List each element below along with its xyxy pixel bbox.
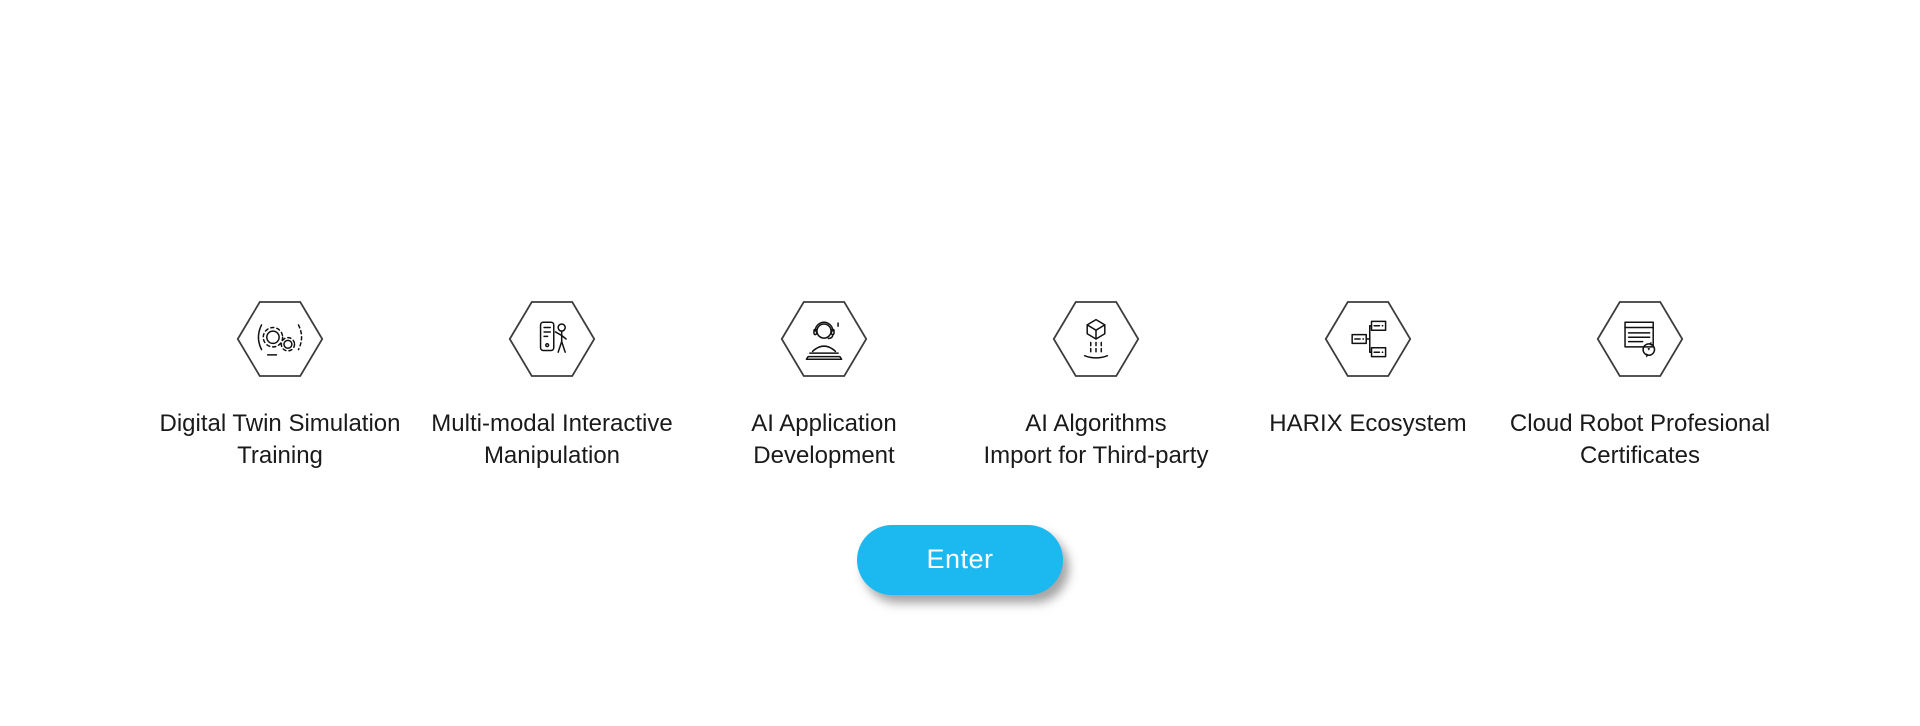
feature-cloud-robot-certificates: Cloud Robot Profesional Certificates bbox=[1504, 300, 1776, 473]
certificates-icon bbox=[1596, 300, 1684, 378]
feature-digital-twin-simulation-training: Digital Twin Simulation Training bbox=[144, 300, 416, 473]
cta-area: Enter bbox=[0, 524, 1920, 595]
harix-ecosystem-icon bbox=[1324, 300, 1412, 378]
digital-twin-icon bbox=[236, 300, 324, 378]
features-row: Digital Twin Simulation Training bbox=[144, 300, 1776, 473]
multimodal-manipulation-icon bbox=[508, 300, 596, 378]
feature-ai-algorithms-import: AI Algorithms Import for Third-party bbox=[960, 300, 1232, 473]
ai-algorithms-icon bbox=[1052, 300, 1140, 378]
feature-label: AI Application Development bbox=[751, 410, 897, 470]
feature-label: Cloud Robot Profesional Certificates bbox=[1509, 410, 1771, 470]
feature-label: HARIX Ecosystem bbox=[1269, 410, 1467, 437]
enter-button[interactable]: Enter bbox=[857, 524, 1063, 595]
ai-application-icon bbox=[780, 300, 868, 378]
feature-ai-application-development: AI Application Development bbox=[688, 300, 960, 473]
feature-label: Digital Twin Simulation Training bbox=[159, 410, 401, 470]
feature-label: Multi-modal Interactive Manipulation bbox=[431, 410, 673, 470]
feature-label: AI Algorithms Import for Third-party bbox=[983, 410, 1209, 470]
feature-multi-modal-interactive-manipulation: Multi-modal Interactive Manipulation bbox=[416, 300, 688, 473]
feature-harix-ecosystem: HARIX Ecosystem bbox=[1232, 300, 1504, 473]
